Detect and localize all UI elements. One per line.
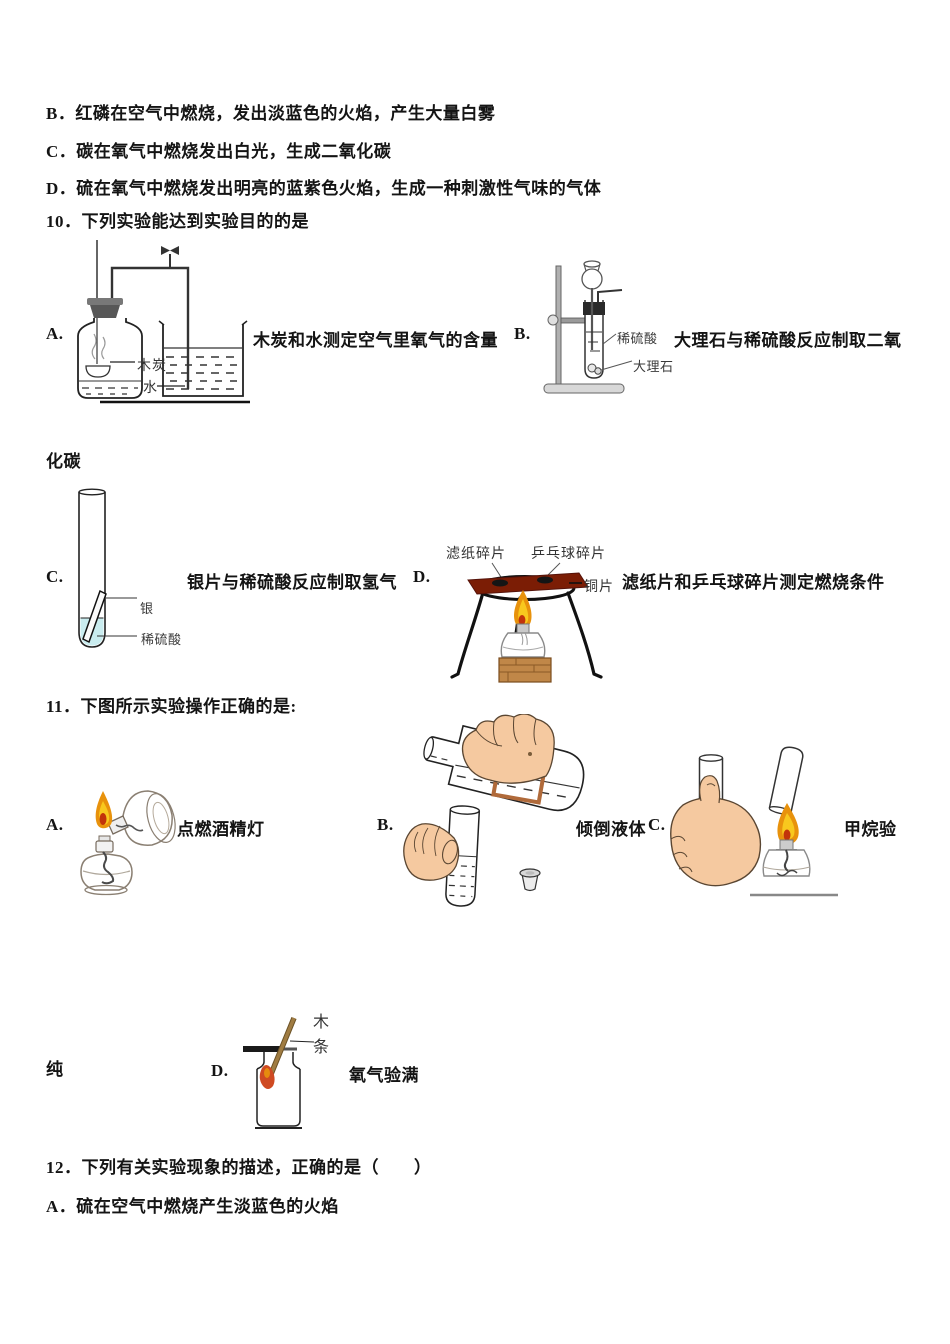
option-10a-label: A. [46, 324, 64, 343]
diagram-oxygen-full-test [243, 1016, 315, 1129]
question-11-stem: 11．下图所示实验操作正确的是: [46, 697, 297, 716]
diagram-methane-purity [670, 746, 838, 897]
question-12-stem: 12．下列有关实验现象的描述，正确的是（ ） [46, 1158, 432, 1177]
option-9d: D．硫在氧气中燃烧发出明亮的蓝紫色火焰，生成一种刺激性气味的气体 [46, 179, 602, 198]
label-wood-splint-2: 条 [313, 1039, 331, 1056]
option-10d-label: D. [413, 567, 431, 586]
diagram-light-alcohol-lamp [80, 790, 176, 896]
label-dilute-acid-b: 稀硫酸 [617, 331, 658, 346]
option-10a-caption: 木炭和水测定空气里氧气的含量 [253, 331, 498, 350]
label-pingpong-bits: 乒乓球碎片 [531, 547, 606, 562]
label-dilute-acid-c: 稀硫酸 [141, 632, 182, 647]
label-charcoal: 木炭 [137, 359, 167, 374]
option-10c-caption: 银片与稀硫酸反应制取氢气 [187, 573, 397, 592]
option-10b-caption-wrap: 化碳 [46, 452, 81, 471]
diagram-silver-acid-tube [78, 488, 137, 648]
option-9c: C．碳在氧气中燃烧发出白光，生成二氧化碳 [46, 142, 392, 161]
option-10d-caption: 滤纸片和乒乓球碎片测定燃烧条件 [622, 573, 885, 592]
label-filter-paper-bits: 滤纸碎片 [446, 547, 506, 562]
label-marble: 大理石 [633, 359, 674, 374]
option-11b-caption: 倾倒液体 [576, 820, 646, 839]
option-11b-label: B. [377, 815, 394, 834]
option-10b-caption: 大理石与稀硫酸反应制取二氧 [674, 331, 902, 350]
option-11c-caption: 甲烷验 [844, 820, 897, 839]
diagram-pour-liquid [403, 714, 585, 907]
diagram-co2-generator [543, 260, 633, 394]
option-11d-label: D. [211, 1061, 229, 1080]
option-11d-caption: 氧气验满 [349, 1066, 419, 1085]
option-9b: B．红磷在空气中燃烧，发出淡蓝色的火焰，产生大量白雾 [46, 104, 496, 123]
option-12a: A．硫在空气中燃烧产生淡蓝色的火焰 [46, 1197, 339, 1216]
option-11c-caption-wrap: 纯 [46, 1060, 64, 1079]
option-11c-label: C. [648, 815, 666, 834]
label-copper-piece: 铜片 [584, 580, 614, 595]
diagram-burning-condition [450, 562, 603, 683]
label-water: 水 [143, 381, 158, 396]
label-silver: 银 [140, 601, 154, 616]
option-10c-label: C. [46, 567, 64, 586]
label-wood-splint-1: 木 [313, 1014, 331, 1031]
diagram-oxygen-measure [77, 240, 250, 404]
option-11a-label: A. [46, 815, 64, 834]
question-10-stem: 10．下列实验能达到实验目的的是 [46, 212, 309, 231]
option-10b-label: B. [514, 324, 531, 343]
option-11a-caption: 点燃酒精灯 [177, 820, 265, 839]
